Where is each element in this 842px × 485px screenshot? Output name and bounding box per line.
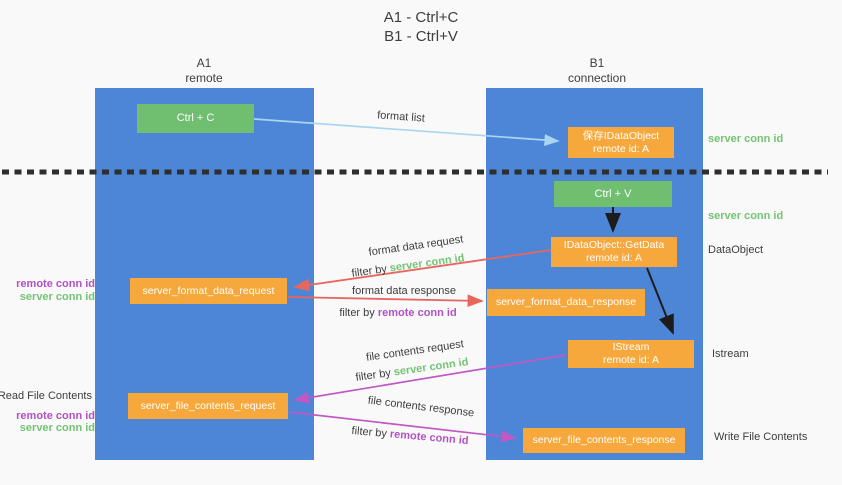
getdata-line2: remote id: A xyxy=(585,252,643,264)
istream-node: IStream remote id: A xyxy=(568,340,694,368)
format-data-response-arrow xyxy=(287,294,484,308)
lane-b-header: B1 connection xyxy=(537,56,657,86)
diagram-title: A1 - Ctrl+C B1 - Ctrl+V xyxy=(0,8,842,46)
format-list-arrow xyxy=(253,118,560,146)
lane-a-subtitle: remote xyxy=(185,71,223,85)
remote-conn-id-text: remote conn id xyxy=(377,307,457,319)
server-conn-id-annotation-mid: server conn id xyxy=(708,210,784,222)
file-contents-request-arrow xyxy=(293,354,567,404)
read-file-contents-annotation: Read File Contents xyxy=(0,390,92,402)
save-dataobject-line2: remote id: A xyxy=(592,142,650,155)
filter-by-remote-conn-id-label-1: filter by remote conn id xyxy=(339,307,456,319)
title-line-1: A1 - Ctrl+C xyxy=(383,9,459,26)
ctrl-v-label: Ctrl + V xyxy=(594,187,632,200)
istream-line1: IStream xyxy=(612,341,650,353)
save-dataobject-node: 保存IDataObject remote id: A xyxy=(568,127,674,158)
server-conn-id-annotation-top: server conn id xyxy=(708,133,784,145)
lane-a-header: A1 remote xyxy=(144,56,264,86)
ctrl-c-node: Ctrl + C xyxy=(137,104,254,133)
server-format-data-request-node: server_format_data_request xyxy=(130,278,287,304)
server-file-contents-response-node: server_file_contents_response xyxy=(523,428,685,453)
lane-a-name: A1 xyxy=(196,56,212,70)
ctrl-v-node: Ctrl + V xyxy=(554,181,672,207)
format-request-label: server_format_data_request xyxy=(142,284,275,297)
getdata-to-istream-arrow xyxy=(646,267,674,335)
title-line-2: B1 - Ctrl+V xyxy=(384,28,458,45)
remote-conn-id-annotation-bottom: remote conn id xyxy=(16,410,95,422)
file-contents-response-arrow xyxy=(288,411,517,443)
getdata-node: IDataObject::GetData remote id: A xyxy=(551,237,677,267)
lane-b-name: B1 xyxy=(589,56,605,70)
ctrl-c-label: Ctrl + C xyxy=(176,112,215,124)
save-dataobject-line1: 保存IDataObject xyxy=(582,130,660,142)
server-format-data-response-node: server_format_data_response xyxy=(487,289,645,316)
getdata-line1: IDataObject::GetData xyxy=(563,239,665,251)
istream-annotation: Istream xyxy=(712,348,749,360)
format-data-response-label: format data response xyxy=(352,285,456,297)
file-response-label: server_file_contents_response xyxy=(532,434,676,446)
server-conn-id-annotation-left-bottom: server conn id xyxy=(19,422,95,434)
dataobject-annotation: DataObject xyxy=(708,244,764,256)
format-response-label: server_format_data_response xyxy=(495,296,637,308)
write-file-contents-annotation: Write File Contents xyxy=(714,431,808,443)
server-conn-id-annotation-left-top: server conn id xyxy=(19,291,95,303)
remote-conn-id-annotation-top: remote conn id xyxy=(16,278,95,290)
istream-line2: remote id: A xyxy=(602,354,660,366)
server-file-contents-request-node: server_file_contents_request xyxy=(128,393,288,419)
filter-by-text: filter by xyxy=(339,307,375,319)
lane-b-subtitle: connection xyxy=(567,71,627,85)
file-request-label: server_file_contents_request xyxy=(140,399,276,412)
format-data-request-arrow xyxy=(293,249,552,292)
